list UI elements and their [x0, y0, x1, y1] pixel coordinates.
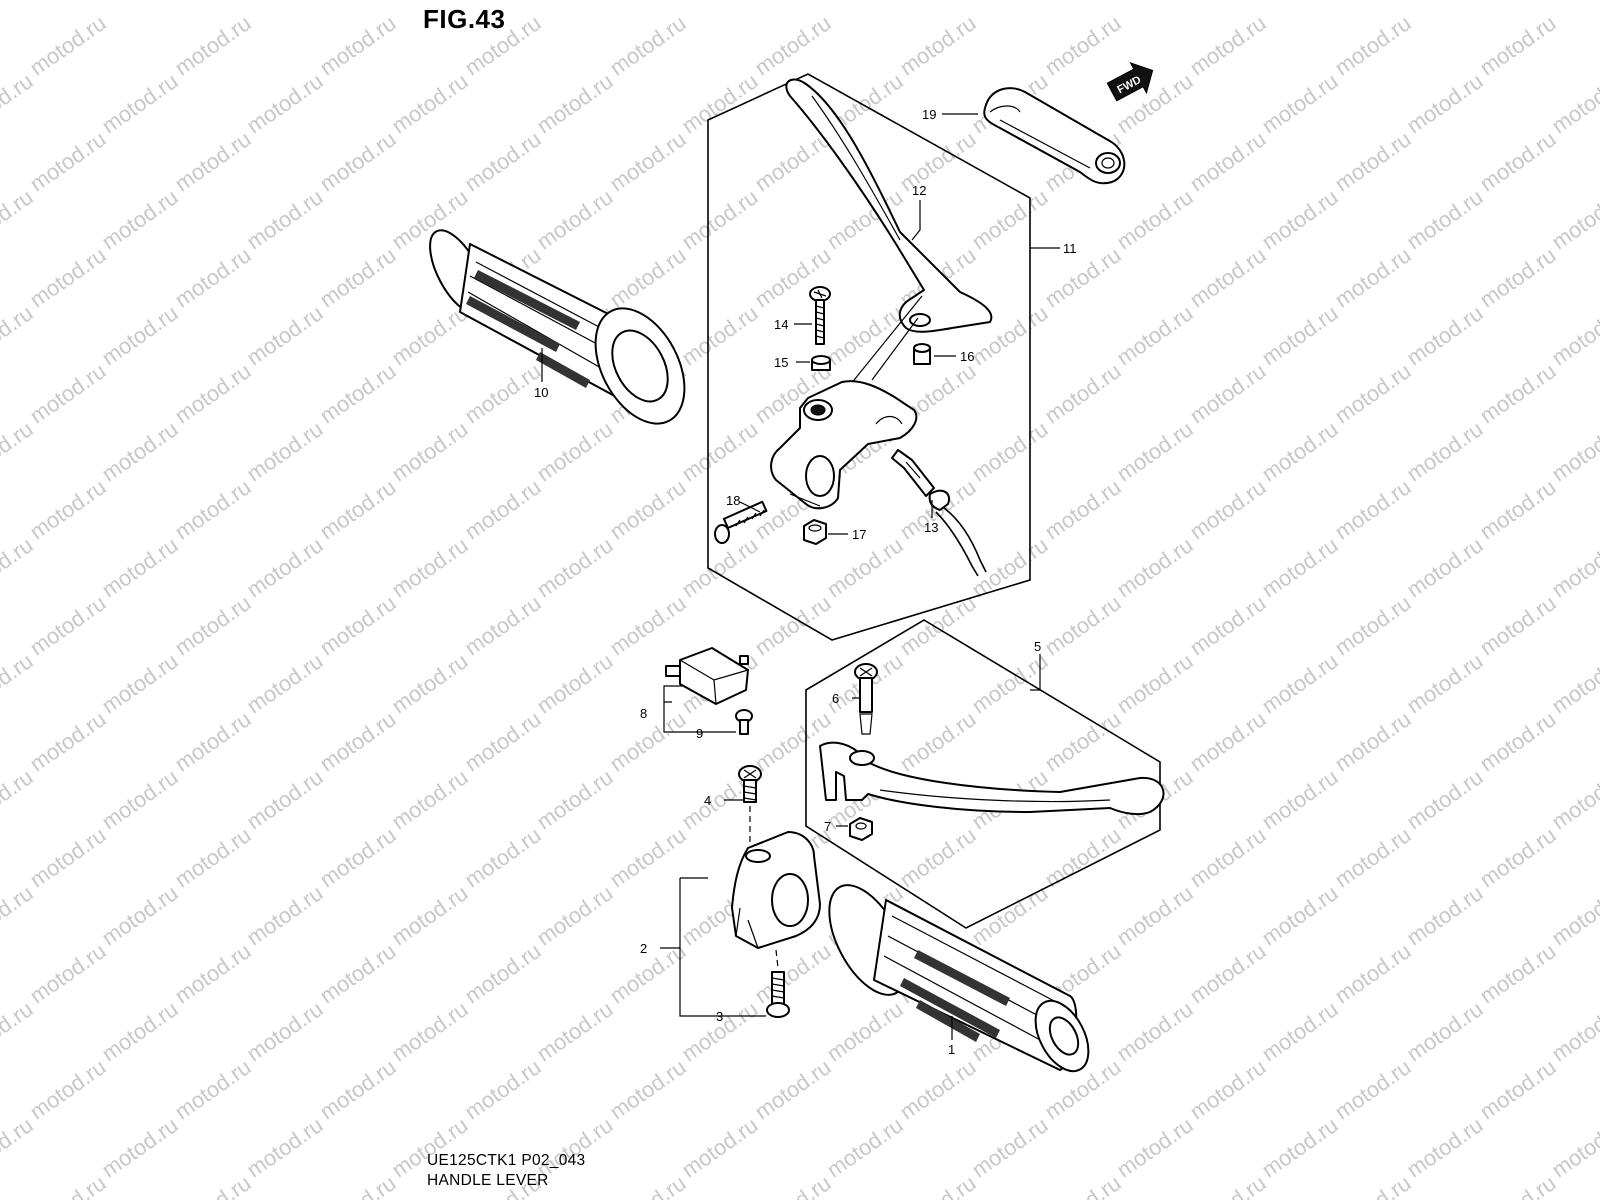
figure-title: FIG.43 [423, 4, 506, 34]
callout-4: 4 [704, 793, 711, 808]
lever-switch-part [891, 449, 987, 577]
grip-left-texture [466, 270, 590, 388]
callout-1: 1 [948, 1042, 955, 1057]
assembly-frame-brake-lever [805, 619, 1161, 929]
callout-3: 3 [716, 1009, 723, 1024]
lever-holder-part [770, 380, 918, 510]
callout-17: 17 [852, 527, 866, 542]
parking-lever-part [983, 87, 1126, 185]
brake-pivot-bolt-part [854, 663, 878, 735]
callout-13: 13 [924, 520, 938, 535]
callout-19: 19 [922, 107, 936, 122]
washer-part [811, 355, 831, 371]
callout-12: 12 [912, 183, 926, 198]
pivot-bolt-part [809, 286, 831, 345]
grip-right-texture [900, 950, 1010, 1042]
callout-14: 14 [774, 317, 788, 332]
assembly-frame-left-lever [707, 73, 1031, 641]
bushing-part [913, 343, 931, 365]
callout-6: 6 [832, 691, 839, 706]
housing-screw-upper-part [738, 765, 762, 846]
section-name: HANDLE LEVER [427, 1172, 549, 1189]
throttle-housing-part [731, 831, 821, 969]
brake-nut-part [849, 817, 873, 841]
switch-screw-part [735, 709, 753, 735]
callout-leaders [541, 113, 1060, 1040]
grip-left-part [429, 229, 686, 425]
callout-7: 7 [824, 819, 831, 834]
assembly-leader [845, 295, 923, 391]
brake-switch-part [665, 647, 749, 705]
callout-10: 10 [534, 385, 548, 400]
model-code: UE125CTK1 P02_043 [427, 1152, 586, 1169]
grip-right-part [828, 884, 1090, 1073]
callout-5: 5 [1034, 639, 1041, 654]
callout-15: 15 [774, 355, 788, 370]
holder-screw-part [714, 500, 768, 544]
callout-8: 8 [640, 706, 647, 721]
callout-2: 2 [640, 941, 647, 956]
callout-16: 16 [960, 349, 974, 364]
fwd-arrow-icon: FWD [1106, 62, 1154, 102]
callout-labels: 19 12 11 14 15 16 10 18 17 13 5 6 8 9 4 … [534, 107, 1077, 1057]
callout-18: 18 [726, 493, 740, 508]
nut-part [803, 519, 827, 545]
callout-11: 11 [1063, 241, 1077, 256]
left-lever-part [785, 78, 993, 333]
brake-lever-part [819, 741, 1165, 816]
housing-screw-lower-part [766, 971, 790, 1018]
callout-9: 9 [696, 726, 703, 741]
